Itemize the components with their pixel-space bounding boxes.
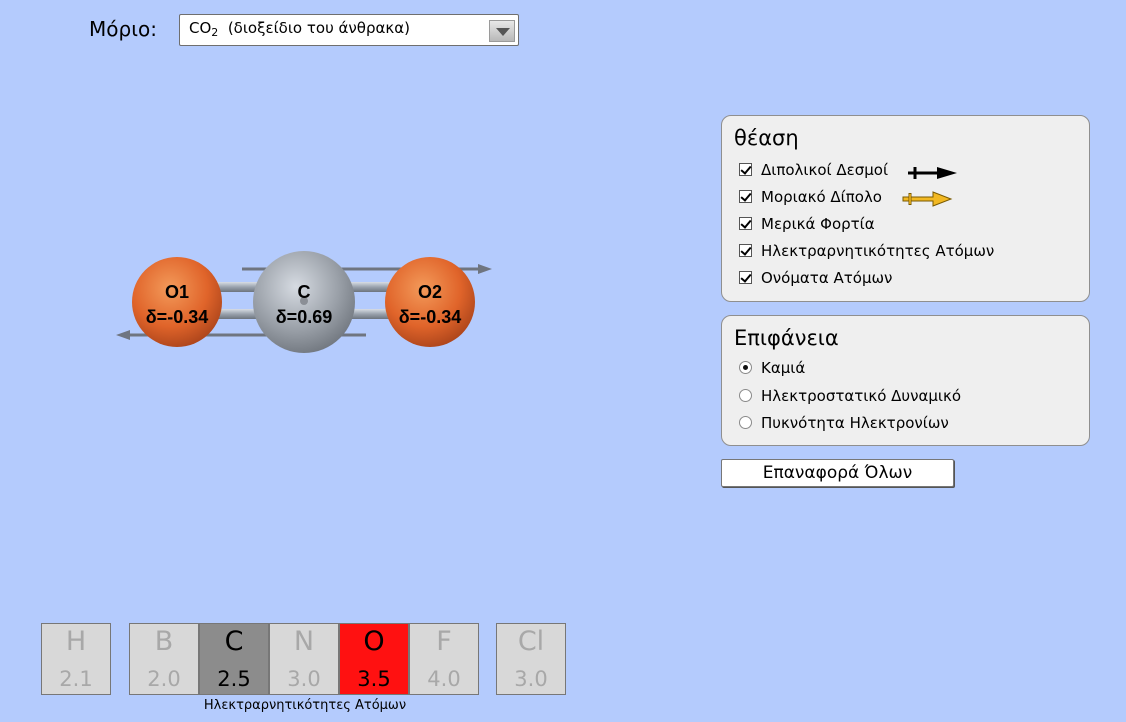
element-tile-h[interactable]: H 2.1	[41, 623, 111, 695]
formula-subscript: 2	[211, 26, 219, 39]
element-value: 3.0	[514, 667, 548, 691]
radio-electrostatic-potential[interactable]	[739, 389, 752, 402]
option-surface-none[interactable]: Καμιά	[739, 359, 805, 377]
molecule-dropdown[interactable]: CO2 (διοξείδιο του άνθρακα)	[179, 14, 519, 46]
element-symbol: Cl	[517, 626, 545, 657]
element-tile-o[interactable]: O 3.5	[339, 623, 409, 695]
surface-panel: Επιφάνεια Καμιά Ηλεκτροστατικό Δυναμικό …	[721, 315, 1090, 446]
element-tile-n[interactable]: N 3.0	[269, 623, 339, 695]
checkbox-partial-charges[interactable]	[739, 217, 752, 230]
element-symbol: F	[436, 626, 452, 657]
option-atom-electronegativities-label: Ηλεκτραρνητικότητες Ατόμων	[761, 242, 995, 260]
element-symbol: O	[363, 626, 385, 657]
molecule-selected-value: CO2 (διοξείδιο του άνθρακα)	[189, 19, 410, 39]
option-electrostatic-potential[interactable]: Ηλεκτροστατικό Δυναμικό	[739, 387, 961, 405]
electronegativity-caption: Ηλεκτραρνητικότητες Ατόμων	[203, 698, 407, 713]
view-panel: θέαση Διπολικοί Δεσμοί Μοριακό Δίπολο Με…	[721, 115, 1090, 302]
element-value: 2.5	[217, 667, 251, 691]
option-partial-charges-label: Μερικά Φορτία	[761, 215, 875, 233]
atom-o2-name: O2	[418, 282, 442, 302]
option-electrostatic-potential-label: Ηλεκτροστατικό Δυναμικό	[761, 387, 961, 405]
option-atom-names[interactable]: Ονόματα Ατόμων	[739, 269, 892, 287]
element-value: 2.0	[147, 667, 181, 691]
atom-o2[interactable]	[385, 257, 475, 347]
atom-c-name: C	[298, 282, 311, 302]
element-value: 3.0	[287, 667, 321, 691]
option-partial-charges[interactable]: Μερικά Φορτία	[739, 215, 875, 233]
element-tile-f[interactable]: F 4.0	[409, 623, 479, 695]
element-tile-c[interactable]: C 2.5	[199, 623, 269, 695]
element-symbol: C	[224, 626, 244, 657]
element-value: 4.0	[427, 667, 461, 691]
option-atom-names-label: Ονόματα Ατόμων	[761, 269, 893, 287]
checkbox-molecular-dipole[interactable]	[739, 190, 752, 203]
carbon-center-dot	[300, 297, 308, 305]
checkbox-atom-names[interactable]	[739, 271, 752, 284]
element-tile-cl[interactable]: Cl 3.0	[496, 623, 566, 695]
bond-dipole-arrow-icon	[907, 167, 957, 179]
molecule-label: Μόριο:	[89, 17, 157, 41]
element-value: 3.5	[357, 667, 391, 691]
atom-o2-charge: δ=-0.34	[399, 307, 461, 327]
element-symbol: H	[65, 626, 87, 657]
molecule-view[interactable]: O1 δ=-0.34 C δ=0.69 O2 δ=-0.34	[100, 240, 520, 370]
atom-o1-charge: δ=-0.34	[146, 307, 208, 327]
option-electron-density[interactable]: Πυκνότητα Ηλεκτρονίων	[739, 414, 949, 432]
element-symbol: B	[154, 626, 174, 657]
checkbox-bond-dipoles[interactable]	[739, 163, 752, 176]
formula-base: CO	[189, 19, 212, 37]
option-electron-density-label: Πυκνότητα Ηλεκτρονίων	[761, 414, 949, 432]
chevron-down-icon[interactable]	[489, 20, 515, 42]
element-symbol: N	[293, 626, 315, 657]
element-tile-b[interactable]: B 2.0	[129, 623, 199, 695]
surface-panel-title: Επιφάνεια	[734, 326, 839, 350]
reset-all-button[interactable]: Επαναφορά Όλων	[721, 459, 954, 487]
radio-electron-density[interactable]	[739, 416, 752, 429]
element-value: 2.1	[59, 667, 93, 691]
option-surface-none-label: Καμιά	[761, 359, 806, 377]
option-bond-dipoles[interactable]: Διπολικοί Δεσμοί	[739, 161, 959, 180]
molecule-name: (διοξείδιο του άνθρακα)	[227, 19, 410, 37]
radio-surface-none[interactable]	[739, 361, 752, 374]
view-panel-title: θέαση	[734, 126, 799, 150]
checkbox-atom-electronegativities[interactable]	[739, 244, 752, 257]
option-bond-dipoles-label: Διπολικοί Δεσμοί	[761, 161, 889, 179]
option-atom-electronegativities[interactable]: Ηλεκτραρνητικότητες Ατόμων	[739, 242, 994, 260]
molecular-dipole-arrow-icon	[902, 191, 953, 207]
atom-c-charge: δ=0.69	[276, 307, 332, 327]
atom-o1[interactable]	[132, 257, 222, 347]
option-molecular-dipole[interactable]: Μοριακό Δίπολο	[739, 188, 953, 207]
option-molecular-dipole-label: Μοριακό Δίπολο	[761, 188, 882, 206]
atom-o1-name: O1	[165, 282, 189, 302]
